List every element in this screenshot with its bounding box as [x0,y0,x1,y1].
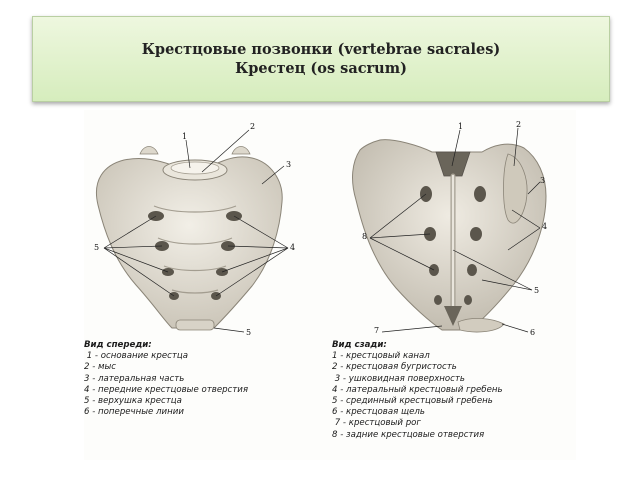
front-legend-item: 4 - передние крестцовые отверстия [84,384,249,395]
back-legend-item: 2 - крестцовая бугристость [332,362,457,373]
front-view-legend: Вид спереди: 1 - основание крестца 2 - м… [84,340,248,418]
front-callout-3: 3 [286,160,292,169]
slide-title-line-2: Крестец (os sacrum) [235,60,407,77]
back-legend-item: 6 - крестцовая щель [332,407,425,418]
back-legend-item: 1 - крестцовый канал [332,351,430,362]
sacrum-back-view-illustration [352,127,547,333]
front-callout-5-left: 5 [94,243,100,252]
slide-title-line-1: Крестцовые позвонки (vertebrae sacrales) [141,41,501,58]
back-callout-1: 1 [458,122,464,131]
back-callout-2: 2 [516,120,522,129]
back-legend-item: 8 - задние крестцовые отверстия [332,429,485,440]
back-view-legend: Вид сзади: 1 - крестцовый канал 2 - крес… [332,340,503,441]
front-legend-item: 2 - мыс [84,362,117,373]
back-legend-item: 5 - срединный крестцовый гребень [332,396,493,407]
back-callout-7: 7 [374,326,380,335]
front-legend-item: 1 - основание крестца [84,351,188,362]
slide-title-box: Крестцовые позвонки (vertebrae sacrales)… [32,16,610,102]
back-callout-4: 4 [542,222,548,231]
front-callout-1: 1 [182,132,188,141]
back-callout-5: 5 [534,286,540,295]
anatomy-plate: 1 2 3 4 5 5 [84,110,576,460]
front-callout-2: 2 [250,122,256,131]
back-callout-8: 8 [362,232,368,241]
front-legend-heading: Вид спереди: [84,340,152,350]
back-callout-3: 3 [540,176,546,185]
back-legend-item: 3 - ушковидная поверхность [332,373,465,384]
front-callout-5-bottom: 5 [246,328,252,337]
back-legend-heading: Вид сзади: [332,340,387,350]
front-callout-4: 4 [290,243,296,252]
back-legend-item: 7 - крестцовый рог [332,418,421,429]
back-legend-item: 4 - латеральный крестцовый гребень [332,384,503,395]
sacrum-front-view-illustration [96,129,289,333]
front-legend-item: 6 - поперечные линии [84,407,184,418]
front-legend-item: 3 - латеральная часть [84,373,185,384]
front-legend-item: 5 - верхушка крестца [84,396,182,407]
back-callout-6: 6 [530,328,536,337]
